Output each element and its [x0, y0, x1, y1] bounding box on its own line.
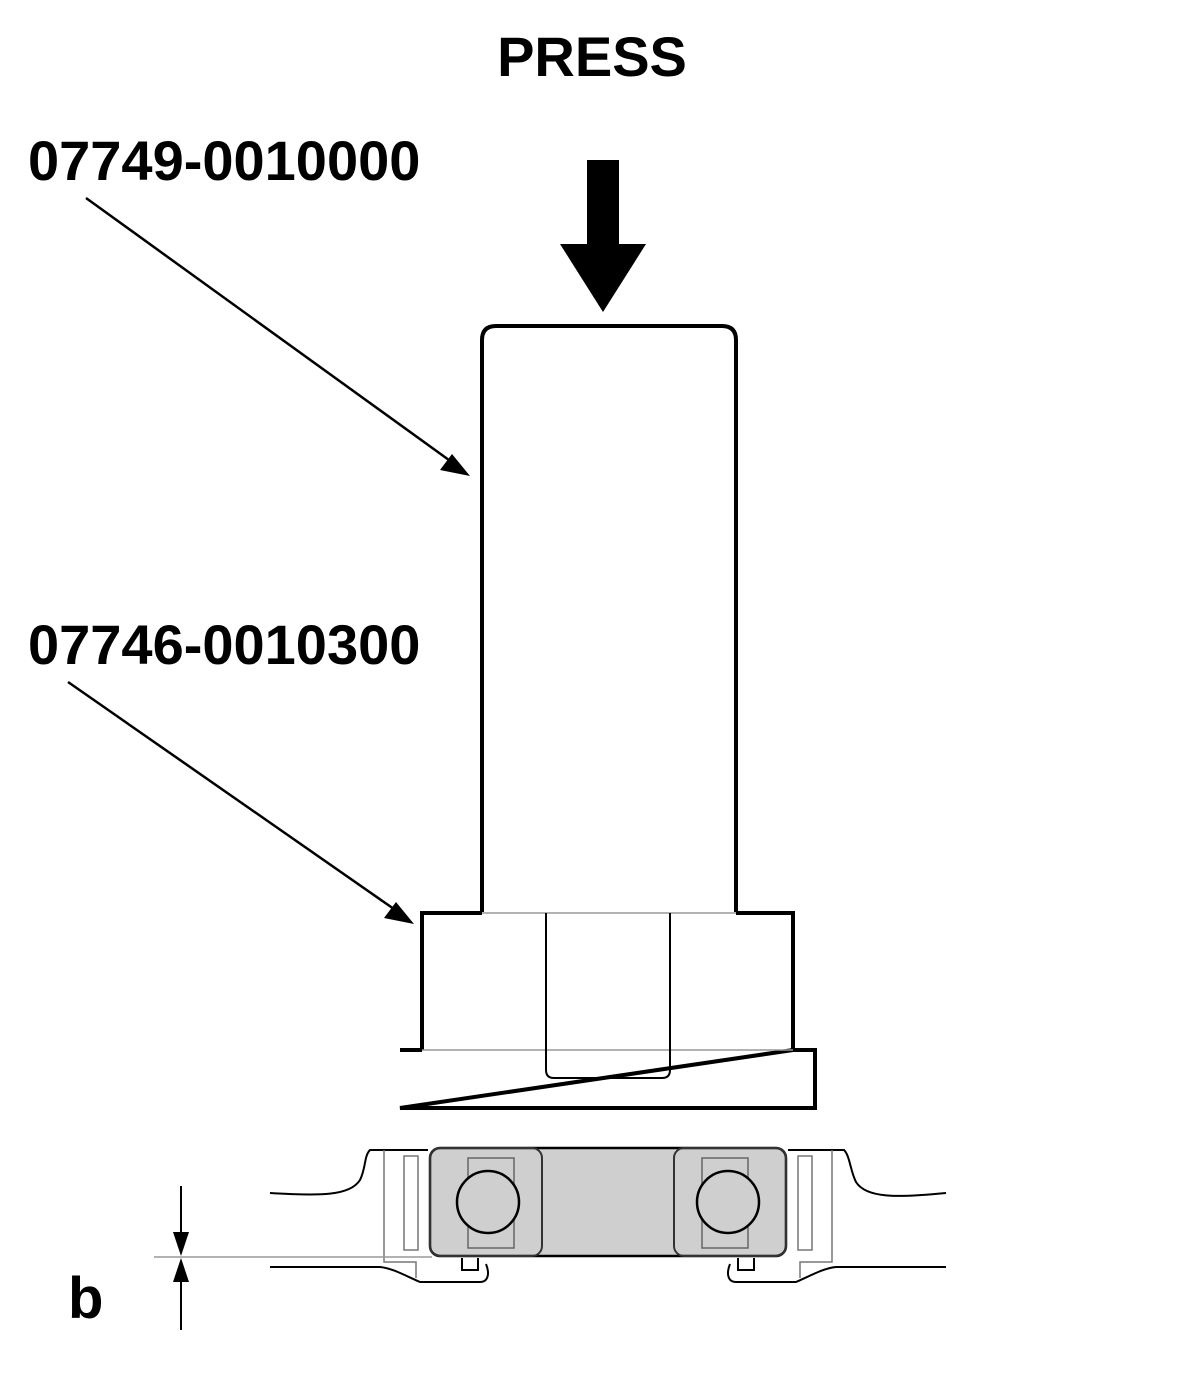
bearing-ball-right [695, 1169, 761, 1235]
attachment-body [399, 911, 817, 1110]
housing-right [727, 1149, 947, 1283]
dimension-b-label: b [68, 1266, 103, 1331]
bearing [428, 1146, 788, 1258]
driver-leader-line [85, 196, 470, 476]
bearing-ball-left [455, 1169, 521, 1235]
attachment-leader-line [67, 680, 414, 924]
press-label: PRESS [497, 25, 687, 88]
tool-attachment-label: 07746-0010300 [28, 613, 420, 676]
tool-driver-label: 07749-0010000 [28, 129, 420, 192]
dimension-b-indicator [154, 1186, 432, 1330]
press-arrow-icon [560, 160, 646, 312]
driver-shaft [480, 324, 738, 912]
housing-left [269, 1149, 489, 1283]
